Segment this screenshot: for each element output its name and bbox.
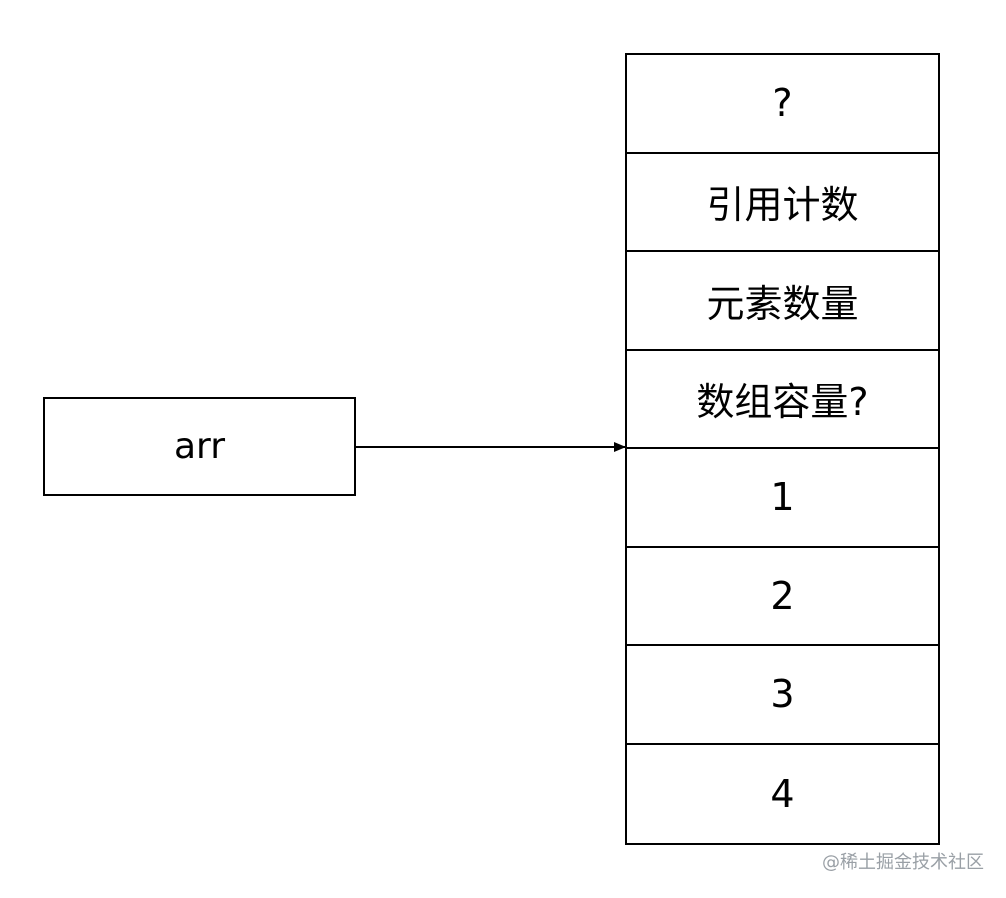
cell-text: 2 bbox=[770, 573, 795, 618]
pointer-box-arr: arr bbox=[43, 397, 356, 496]
cell-element-1: 1 bbox=[627, 449, 938, 548]
cell-text: 3 bbox=[770, 672, 795, 717]
cell-text: 元素数量 bbox=[706, 281, 859, 326]
cell-element-count: 元素数量 bbox=[627, 252, 938, 351]
cell-text: 引用计数 bbox=[706, 183, 859, 228]
cell-text: 4 bbox=[770, 771, 795, 816]
cell-unknown-header: ? bbox=[627, 55, 938, 154]
cell-array-capacity: 数组容量? bbox=[627, 351, 938, 449]
cell-text: 数组容量? bbox=[696, 380, 869, 425]
cell-ref-count: 引用计数 bbox=[627, 154, 938, 252]
cell-element-4: 4 bbox=[627, 745, 938, 844]
cell-element-3: 3 bbox=[627, 646, 938, 745]
cell-element-2: 2 bbox=[627, 548, 938, 646]
cell-text: ? bbox=[772, 81, 793, 126]
cell-text: 1 bbox=[770, 475, 795, 520]
pointer-label: arr bbox=[173, 426, 226, 467]
watermark: @稀土掘金技术社区 bbox=[822, 852, 984, 873]
memory-block: ? 引用计数 元素数量 数组容量? 1 2 3 4 bbox=[625, 53, 940, 845]
